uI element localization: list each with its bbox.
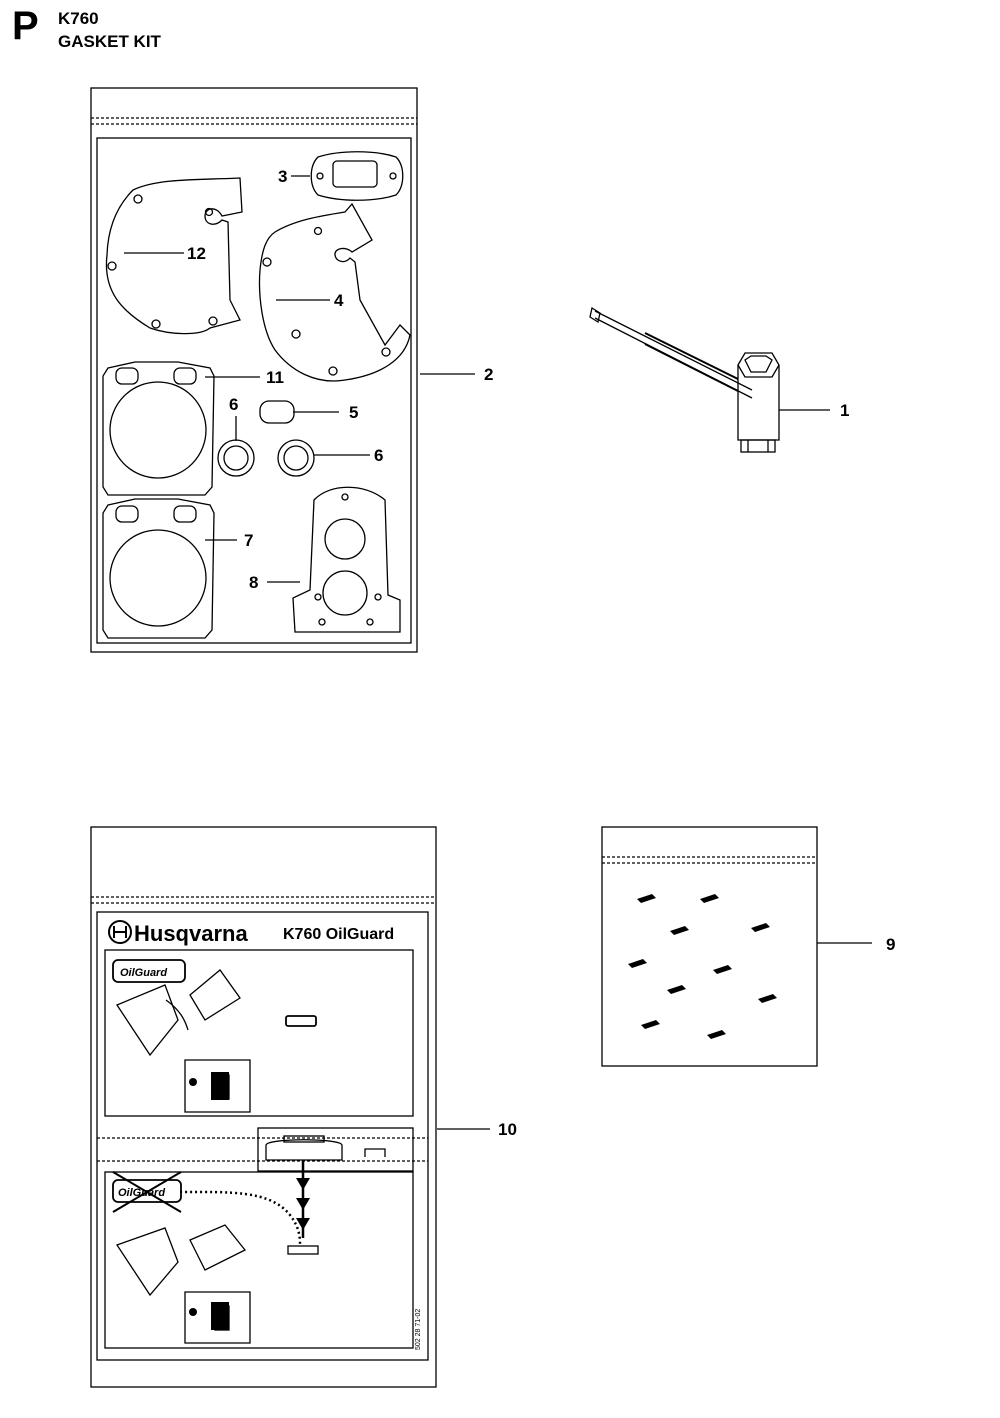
section-letter: P [12, 4, 39, 48]
gasket-3 [310, 151, 404, 201]
callout-4: 4 [334, 291, 344, 310]
callout-3: 3 [278, 167, 287, 186]
callout-7: 7 [244, 531, 253, 550]
gasket-4 [258, 202, 411, 382]
seal-6b [277, 439, 315, 477]
brand-name: Husqvarna [134, 921, 248, 946]
oilguard-logo-bottom: OilGuard [118, 1187, 165, 1199]
callout-2: 2 [484, 365, 493, 384]
product-name: K760 OilGuard [283, 926, 394, 943]
gasket-12 [105, 177, 243, 335]
label-bag [90, 826, 437, 1388]
oilguard-logo-top: OilGuard [120, 967, 167, 979]
kit-title: GASKET KIT [58, 32, 161, 51]
gasket-11 [102, 361, 215, 496]
callout-10: 10 [498, 1120, 517, 1139]
screws [628, 894, 777, 1039]
callout-9: 9 [886, 935, 895, 954]
callout-5: 5 [349, 403, 358, 422]
oring-5 [259, 400, 295, 424]
callout-6b: 6 [374, 446, 383, 465]
part-code: 502 28 71-02 [415, 1309, 422, 1350]
model-title: K760 [58, 9, 99, 28]
gasket-7 [102, 498, 215, 639]
callout-12: 12 [187, 244, 206, 263]
callout-6a: 6 [229, 395, 238, 414]
callout-1: 1 [840, 401, 849, 420]
gasket-bag [90, 87, 418, 653]
callout-8: 8 [249, 573, 258, 592]
callout-11: 11 [266, 368, 284, 387]
screw-bag [601, 826, 818, 1067]
gasket-8 [292, 486, 401, 633]
socket-wrench [589, 306, 780, 453]
